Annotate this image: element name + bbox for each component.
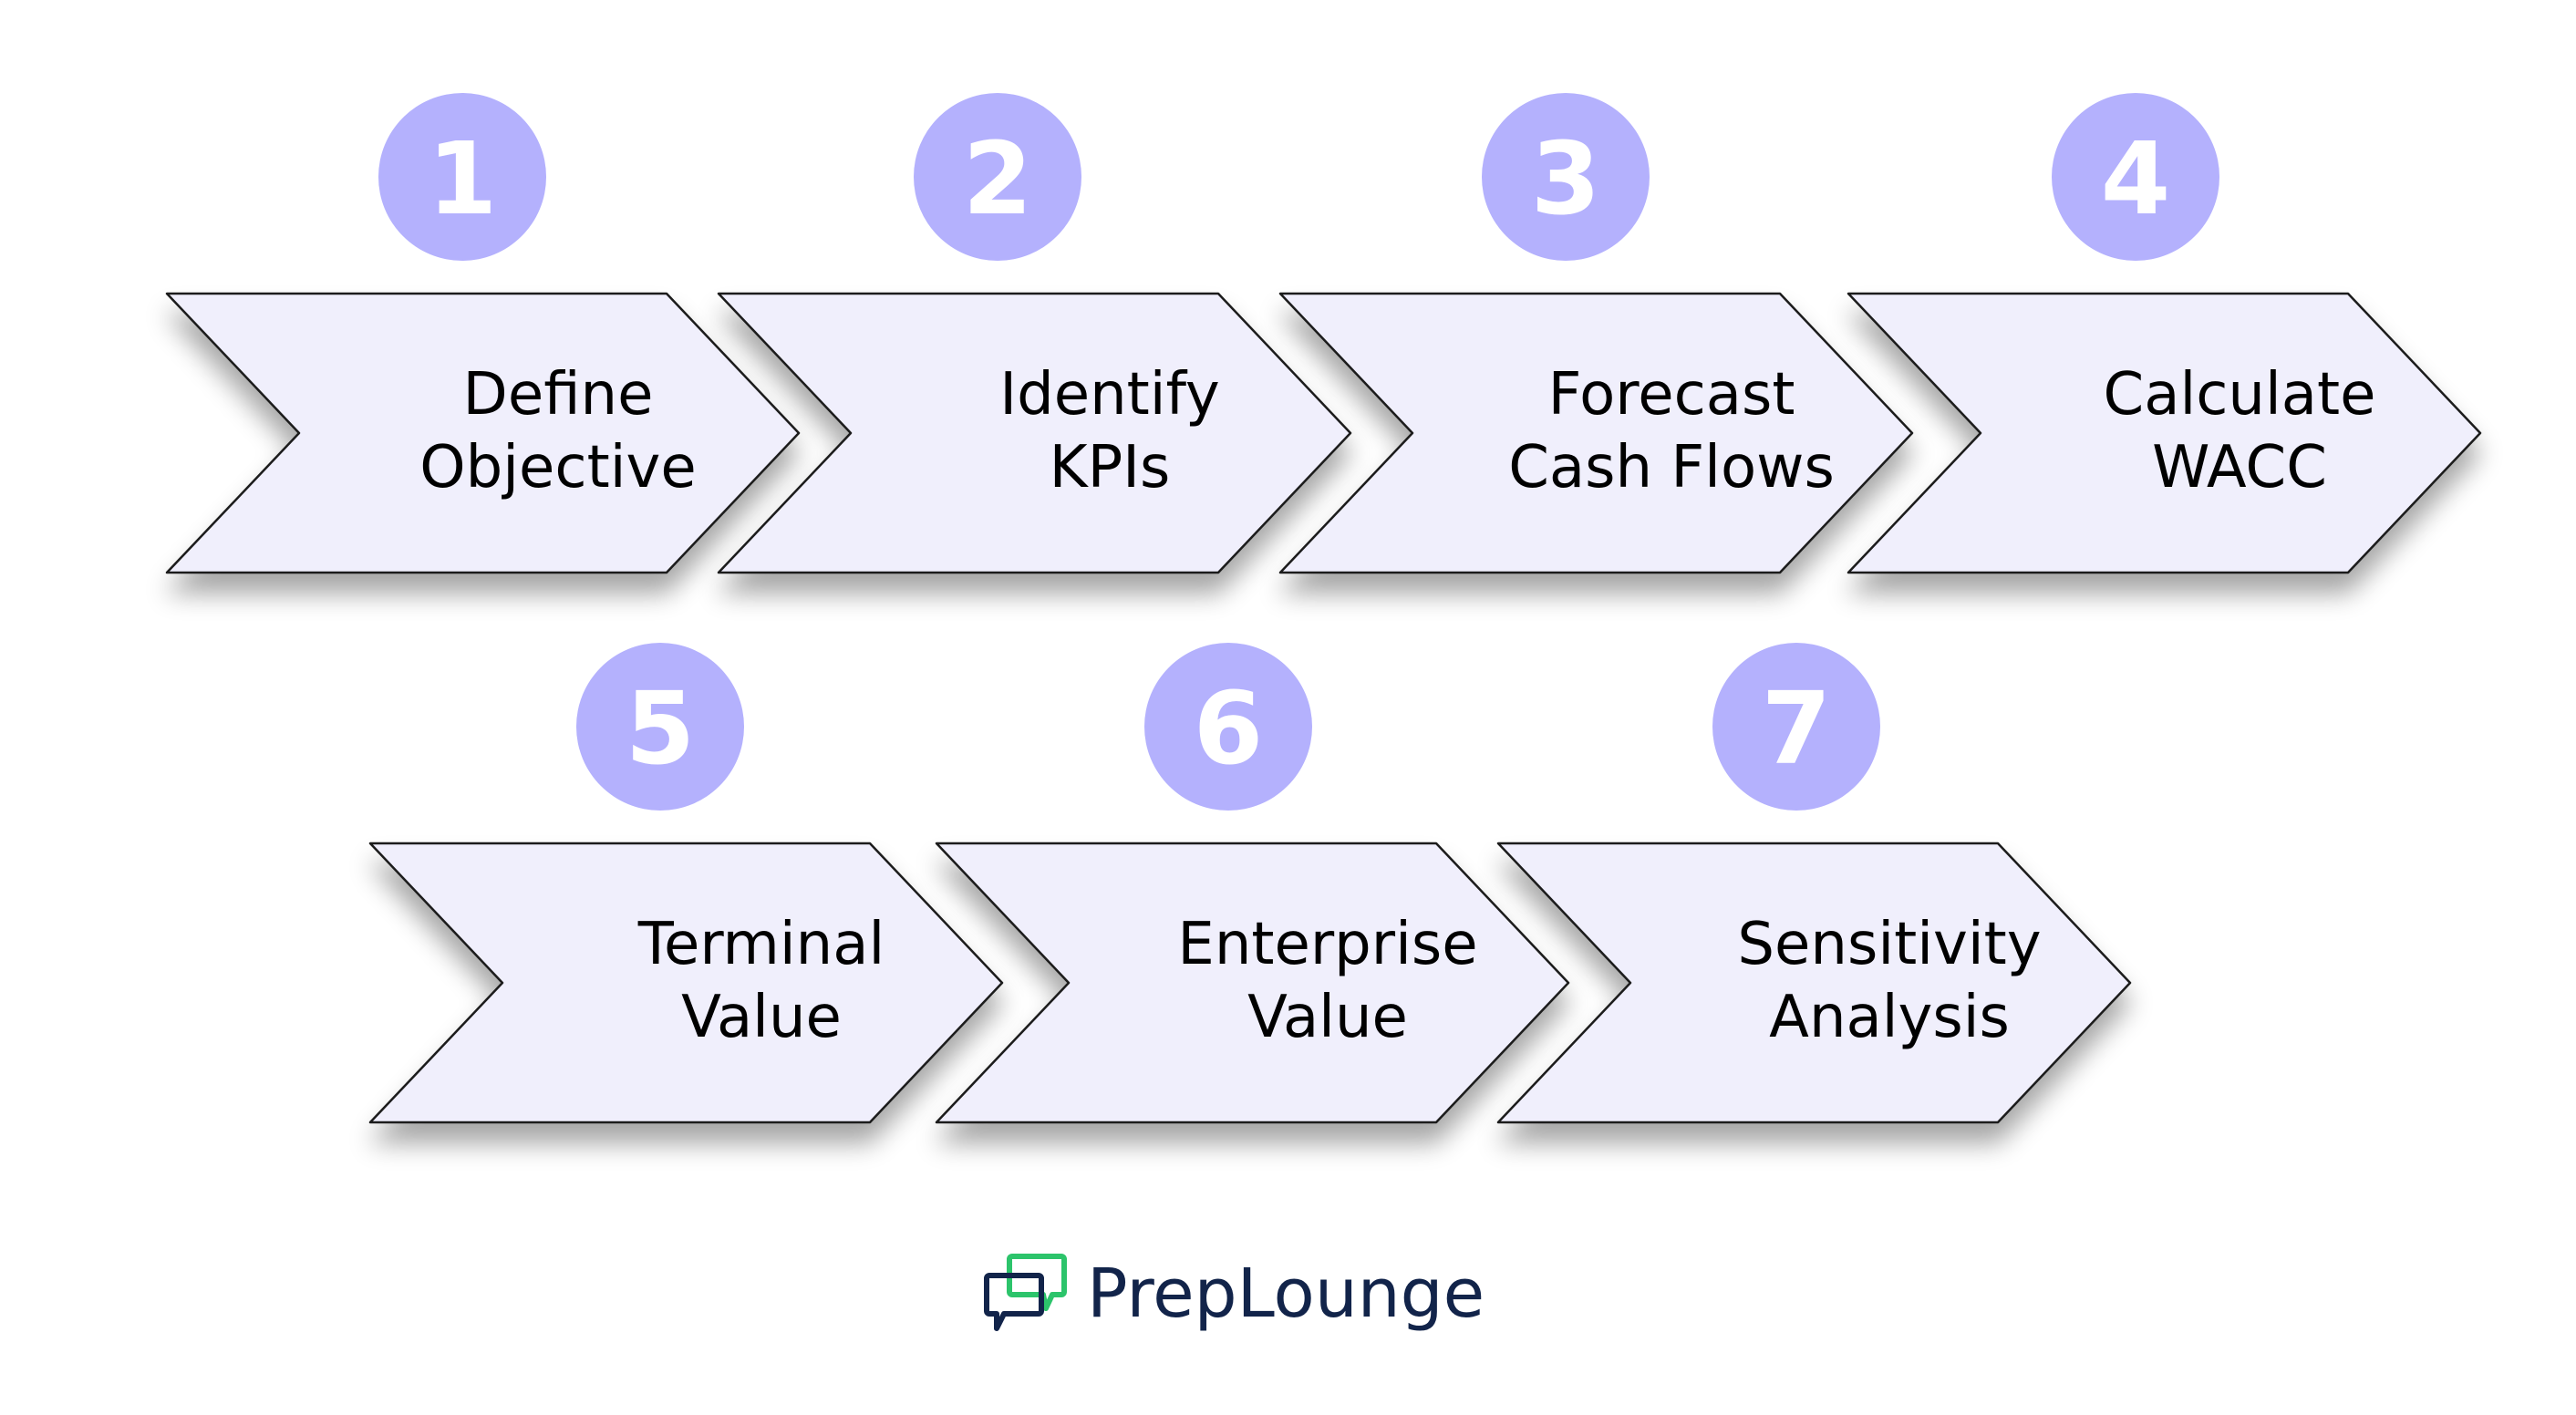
- step-label-line1: Calculate: [2104, 361, 2376, 429]
- step-label-line2: WACC: [2152, 434, 2327, 501]
- logo: PrepLounge: [984, 1254, 1485, 1333]
- step-chevron: [165, 292, 801, 574]
- step-number-circle: [914, 93, 1081, 261]
- step-label-line1: Identify: [999, 361, 1220, 429]
- step-label-line1: Forecast: [1548, 361, 1795, 429]
- step-number-circle: [2052, 93, 2219, 261]
- step-number-circle: [378, 93, 546, 261]
- step-chevron: [1278, 292, 1914, 574]
- step-number: 6: [1194, 670, 1264, 787]
- step-chevron: [717, 292, 1352, 574]
- step-number-circle: [1482, 93, 1650, 261]
- chat-bubbles-icon: [984, 1254, 1067, 1331]
- step-number: 1: [428, 120, 498, 237]
- step-label-line1: Enterprise: [1177, 911, 1477, 978]
- step-number: 3: [1531, 120, 1601, 237]
- step-number: 4: [2101, 120, 2171, 237]
- step-number: 2: [963, 120, 1033, 237]
- step-label-line1: Sensitivity: [1737, 911, 2041, 978]
- step-number: 7: [1762, 670, 1832, 787]
- step-chevron: [1496, 842, 2132, 1124]
- step-chevron: [935, 842, 1570, 1124]
- step-label-line2: Value: [1247, 984, 1408, 1051]
- step-number-circle: [1712, 643, 1880, 811]
- step-label-line2: Objective: [419, 434, 696, 501]
- step-number-circle: [576, 643, 744, 811]
- step-label-line2: Value: [681, 984, 842, 1051]
- step-label-line1: Define: [463, 361, 654, 429]
- step-chevron: [368, 842, 1004, 1124]
- step-label-line2: KPIs: [1050, 434, 1171, 501]
- step-label-line2: Cash Flows: [1508, 434, 1835, 501]
- step-chevron: [1847, 292, 2482, 574]
- step-label-line2: Analysis: [1769, 984, 2010, 1051]
- step-label-line1: Terminal: [637, 911, 885, 978]
- logo-text: PrepLounge: [1087, 1255, 1485, 1333]
- step-number-circle: [1144, 643, 1312, 811]
- step-number: 5: [626, 670, 696, 787]
